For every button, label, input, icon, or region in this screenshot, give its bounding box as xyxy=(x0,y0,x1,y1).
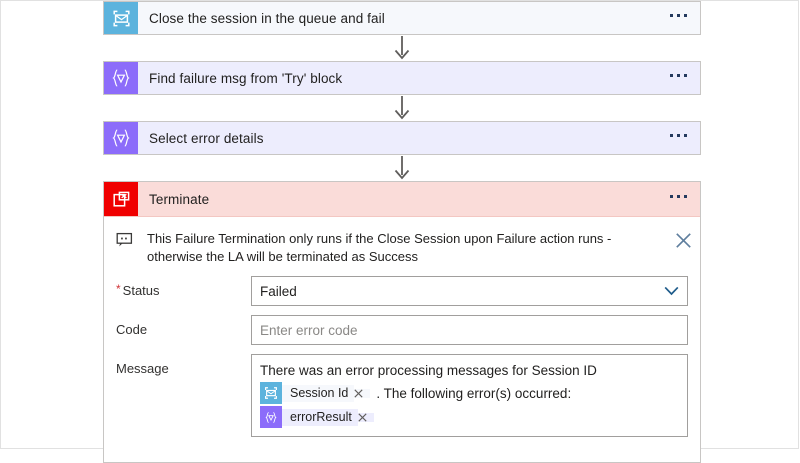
service-bus-icon xyxy=(260,382,282,404)
action-card-more-options-button[interactable] xyxy=(656,122,700,154)
close-icon[interactable] xyxy=(666,230,700,249)
terminate-icon xyxy=(104,182,138,216)
menu-dot xyxy=(669,14,673,17)
connector-arrow xyxy=(103,155,701,181)
terminate-parameters-form: *Status Failed Code Enter erro xyxy=(104,276,700,462)
message-input[interactable]: There was an error processing messages f… xyxy=(251,354,688,437)
action-card-terminate: Terminate This Failure Term xyxy=(103,181,701,463)
status-label-text: Status xyxy=(122,283,160,298)
token-session-id[interactable]: Session Id xyxy=(260,382,371,404)
required-marker: * xyxy=(116,282,121,296)
menu-dot xyxy=(669,74,673,77)
query-expression-icon xyxy=(260,406,282,428)
action-card-title: Close the session in the queue and fail xyxy=(149,10,385,26)
service-bus-icon xyxy=(104,2,138,34)
action-card-more-options-button[interactable] xyxy=(656,2,700,34)
action-card-select-error-details[interactable]: Select error details xyxy=(103,121,701,155)
menu-dot xyxy=(676,195,680,198)
menu-dot xyxy=(683,134,687,137)
action-comment-text: This Failure Termination only runs if th… xyxy=(147,231,612,264)
terminate-card-header[interactable]: Terminate xyxy=(104,182,700,217)
query-expression-icon xyxy=(104,122,138,154)
logic-app-designer-canvas: Close the session in the queue and fail xyxy=(103,1,701,463)
status-select[interactable]: Failed xyxy=(251,276,688,306)
remove-token-icon[interactable] xyxy=(354,388,371,398)
form-row-code: Code Enter error code xyxy=(116,315,688,345)
connector-arrow xyxy=(103,95,701,121)
query-expression-icon xyxy=(104,62,138,94)
remove-token-icon[interactable] xyxy=(357,412,374,422)
menu-dot xyxy=(676,14,680,17)
status-label: *Status xyxy=(116,276,251,299)
menu-dot xyxy=(676,74,680,77)
message-label: Message xyxy=(116,361,169,376)
token-label: errorResult xyxy=(282,408,358,426)
code-input-placeholder: Enter error code xyxy=(260,322,358,338)
action-comment-row: This Failure Termination only runs if th… xyxy=(104,217,700,276)
menu-dot xyxy=(683,195,687,198)
action-card-more-options-button[interactable] xyxy=(656,62,700,94)
form-row-status: *Status Failed xyxy=(116,276,688,306)
message-tail-text: . The following error(s) occurred: xyxy=(376,385,572,401)
menu-dot xyxy=(669,134,673,137)
comment-icon xyxy=(116,230,138,251)
form-row-message: Message There was an error processing me… xyxy=(116,354,688,437)
code-label: Code xyxy=(116,322,148,337)
action-card-find-failure-msg[interactable]: Find failure msg from 'Try' block xyxy=(103,61,701,95)
menu-dot xyxy=(669,195,673,198)
action-card-title: Find failure msg from 'Try' block xyxy=(149,70,343,86)
code-input[interactable]: Enter error code xyxy=(251,315,688,345)
token-error-result[interactable]: errorResult xyxy=(260,406,374,428)
menu-dot xyxy=(683,14,687,17)
message-line-3: errorResult xyxy=(260,406,679,428)
menu-dot xyxy=(683,74,687,77)
message-text-line-1: There was an error processing messages f… xyxy=(260,363,597,378)
token-label: Session Id xyxy=(282,384,355,402)
terminate-more-options-button[interactable] xyxy=(656,182,700,216)
connector-arrow xyxy=(103,35,701,61)
action-card-title: Select error details xyxy=(149,130,264,146)
terminate-card-title: Terminate xyxy=(149,191,210,207)
action-card-close-session[interactable]: Close the session in the queue and fail xyxy=(103,1,701,35)
chevron-down-icon[interactable] xyxy=(664,286,679,296)
message-line-2: Session Id . The following error(s) occu… xyxy=(260,382,679,404)
status-select-value: Failed xyxy=(260,283,297,299)
menu-dot xyxy=(676,134,680,137)
